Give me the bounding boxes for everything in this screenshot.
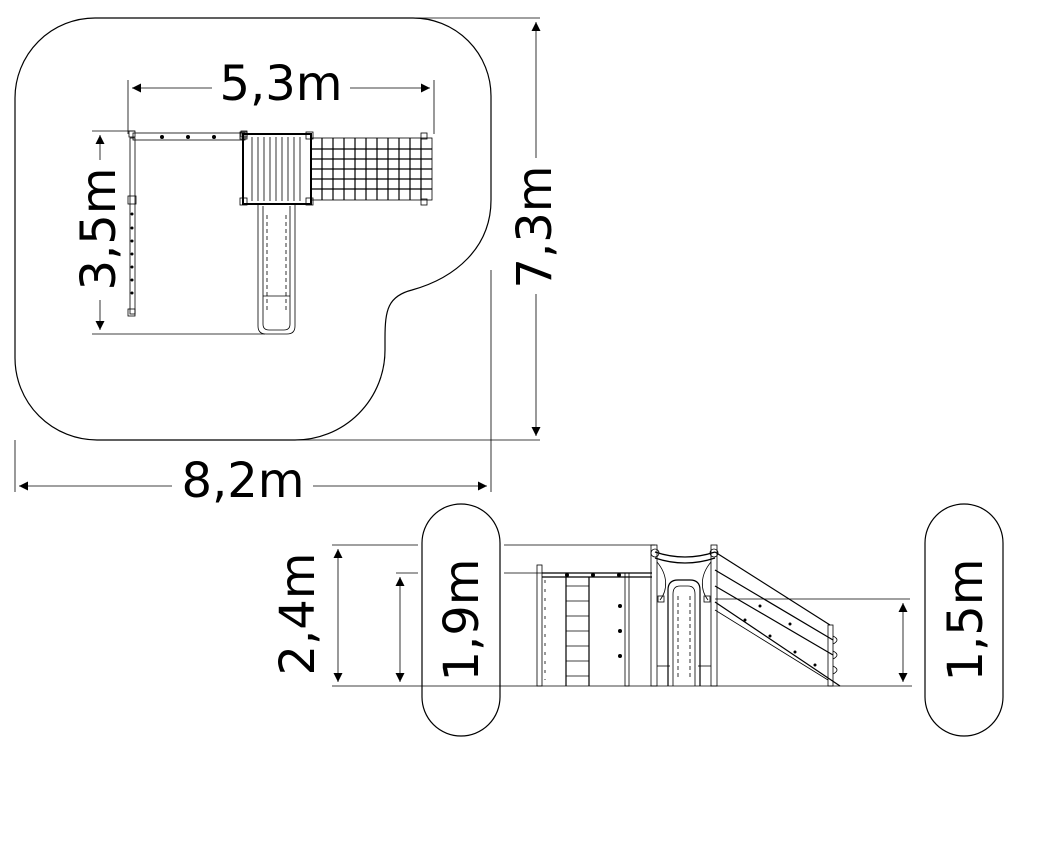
dimension-label-safety-width: 8,2m: [181, 453, 304, 509]
dimension-label-fall-height-main: 1,9m: [434, 558, 490, 681]
platform-plan: [239, 131, 314, 206]
climbing-net-plan: [310, 132, 433, 206]
side-view: 2,4m 1,9m 1,5m: [270, 503, 1004, 737]
climbing-net-elevation: [714, 551, 841, 687]
dimension-equipment-depth: 3,5m: [71, 130, 265, 335]
fall-height-badge-secondary: [924, 503, 1004, 737]
fall-height-badge-main: [421, 503, 501, 737]
climbing-rail-plan: [127, 137, 137, 317]
equipment-plan: [127, 130, 433, 335]
dimension-label-safety-depth: 7,3m: [507, 165, 563, 288]
monkey-bars-plan: [128, 130, 248, 141]
dimension-safety-depth: 7,3m: [507, 22, 563, 436]
dimension-label-total-height: 2,4m: [270, 552, 326, 675]
slide-plan: [257, 204, 296, 335]
dimension-equipment-width: 5,3m: [127, 56, 435, 134]
dimension-total-height: 2,4m: [270, 549, 343, 682]
equipment-elevation: [536, 544, 841, 687]
slide-elevation: [667, 579, 701, 686]
dimension-label-equipment-depth: 3,5m: [71, 167, 127, 290]
ladder-elevation: [565, 577, 622, 686]
plan-view: 7,3m 8,2m 5,3m 3,5m: [14, 17, 563, 509]
dimension-label-equipment-width: 5,3m: [219, 56, 342, 112]
safety-area-outline: [14, 17, 492, 441]
dimension-safety-width: 8,2m: [19, 453, 487, 509]
dimension-fall-height-main: 1,9m: [395, 503, 501, 737]
tower-elevation: [650, 544, 719, 687]
dimension-fall-height-secondary: 1,5m: [898, 503, 1004, 737]
dimension-label-fall-height-secondary: 1,5m: [938, 558, 994, 681]
monkey-bars-elevation: [536, 564, 652, 687]
